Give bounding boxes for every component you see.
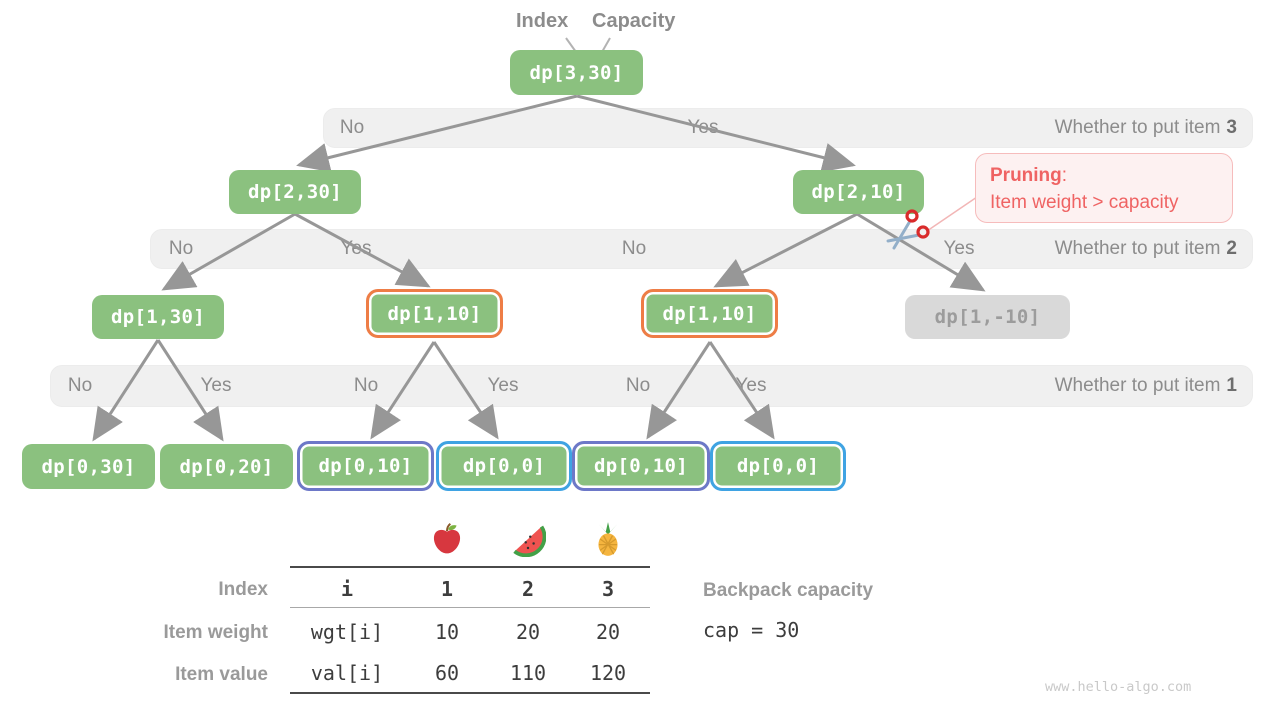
value-item-3: 120 <box>589 661 627 685</box>
branch-label-no: No <box>168 238 194 259</box>
decision-band-item-1: No Yes No Yes No Yes Whether to put item… <box>50 365 1253 407</box>
node-dp-1-10-left: dp[1,10] <box>366 289 503 338</box>
watermelon-icon <box>513 525 546 557</box>
weight-item-1: 10 <box>434 620 460 644</box>
node-dp-0-20: dp[0,20] <box>160 444 293 489</box>
node-dp-0-0-left: dp[0,0] <box>436 441 572 491</box>
node-dp-0-10-left: dp[0,10] <box>297 441 434 491</box>
watermark: www.hello-algo.com <box>1045 679 1192 695</box>
branch-label-no: No <box>353 375 379 396</box>
node-dp-1-30: dp[1,30] <box>92 295 224 339</box>
node-dp-1-neg10: dp[1,-10] <box>905 295 1070 339</box>
table-bottom-rule <box>290 692 650 694</box>
capacity-pointer-label: Capacity <box>592 10 676 32</box>
pineapple-icon <box>598 522 618 556</box>
table-mid-rule <box>290 607 650 608</box>
branch-label-yes: Yes <box>943 238 975 259</box>
apple-icon <box>433 523 461 554</box>
backpack-capacity-value: cap = 30 <box>703 618 800 642</box>
row-label-index: Index <box>218 579 268 600</box>
branch-label-yes: Yes <box>735 375 767 396</box>
weight-array-label: wgt[i] <box>310 620 384 644</box>
node-dp-2-30: dp[2,30] <box>229 170 361 214</box>
index-pointer-label: Index <box>516 10 569 32</box>
branch-label-no: No <box>625 375 651 396</box>
node-dp-2-10: dp[2,10] <box>793 170 924 214</box>
branch-label-no: No <box>67 375 93 396</box>
branch-label-no: No <box>621 238 647 259</box>
value-item-1: 60 <box>434 661 460 685</box>
branch-label-yes: Yes <box>200 375 232 396</box>
branch-label-yes: Yes <box>340 238 372 259</box>
pruning-description: Item weight > capacity <box>990 192 1179 213</box>
branch-label-no: No <box>339 117 365 138</box>
weight-item-2: 20 <box>515 620 541 644</box>
pruning-title: Pruning: <box>990 165 1068 186</box>
value-item-2: 110 <box>509 661 547 685</box>
scissors-icon <box>886 209 930 250</box>
node-dp-0-0-right: dp[0,0] <box>710 441 846 491</box>
node-dp-0-30: dp[0,30] <box>22 444 155 489</box>
row-label-weight: Item weight <box>163 622 268 643</box>
table-top-rule <box>290 566 650 568</box>
table-header-i: i <box>340 577 354 601</box>
table-header-3: 3 <box>601 577 615 601</box>
row-label-value: Item value <box>175 664 268 685</box>
node-dp-0-10-right: dp[0,10] <box>572 441 710 491</box>
node-dp-3-30: dp[3,30] <box>510 50 643 95</box>
node-dp-1-10-right: dp[1,10] <box>641 289 778 338</box>
table-header-2: 2 <box>521 577 535 601</box>
pruning-callout: Pruning: Item weight > capacity <box>975 153 1233 223</box>
value-array-label: val[i] <box>310 661 384 685</box>
backpack-capacity-label: Backpack capacity <box>703 580 874 601</box>
weight-item-3: 20 <box>595 620 621 644</box>
branch-label-yes: Yes <box>687 117 719 138</box>
branch-label-yes: Yes <box>487 375 519 396</box>
table-header-1: 1 <box>440 577 454 601</box>
